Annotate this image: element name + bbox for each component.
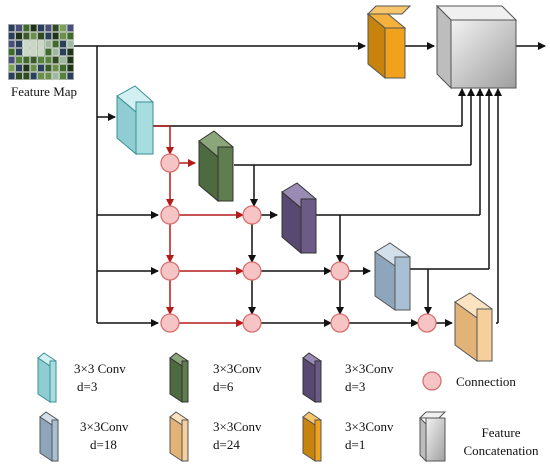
connection-nodes (160, 153, 437, 333)
legend-icon-conv-d3-purple (302, 352, 322, 403)
legend-icon-conv-d18 (39, 411, 59, 462)
legend-concat-line1: Feature (482, 425, 521, 440)
connection-node (160, 313, 180, 333)
conv-block-d6 (198, 130, 234, 203)
connection-node (160, 261, 180, 281)
connection-node (330, 261, 350, 281)
conv-block-d3-purple (281, 182, 317, 255)
connection-node (242, 205, 262, 225)
connection-node (242, 313, 262, 333)
conv-block-d24 (454, 292, 493, 362)
legend-concat-line2: Concatenation (463, 443, 539, 458)
legend-conv-d3-line2: d=3 (77, 379, 97, 394)
connection-node (330, 313, 350, 333)
legend-conv-d6-line2: d=6 (213, 379, 234, 394)
legend-icon-conv-d3 (37, 352, 57, 403)
legend-conv-d1-line2: d=1 (345, 437, 365, 452)
legend-conv-d6-line1: 3×3Conv (213, 361, 262, 376)
legend: 3×3 Conv d=3 3×3Conv d=6 3×3Conv d=3 Con… (37, 352, 539, 463)
legend-icon-conv-d6 (169, 352, 189, 403)
legend-conv-d3-purple-line2: d=3 (345, 379, 365, 394)
connection-node (160, 153, 180, 173)
legend-icon-conv-d24 (169, 411, 189, 462)
legend-conv-d18-line2: d=18 (90, 437, 117, 452)
legend-conv-d18-line1: 3×3Conv (80, 419, 129, 434)
red-arrows (140, 125, 244, 327)
feature-concatenation-block (435, 4, 518, 90)
legend-connection-label: Connection (456, 374, 516, 389)
black-arrows (74, 42, 546, 327)
connection-node (242, 261, 262, 281)
legend-conv-d3-purple-line1: 3×3Conv (345, 361, 394, 376)
legend-conv-d24-line2: d=24 (213, 437, 240, 452)
conv-block-d18 (374, 242, 411, 311)
feature-map-label: Feature Map (11, 84, 77, 99)
legend-conv-d1-line1: 3×3Conv (345, 419, 394, 434)
legend-icon-concatenation (418, 411, 447, 463)
legend-icon-connection (422, 371, 442, 391)
feature-map-image (8, 24, 74, 80)
legend-icon-conv-d1 (302, 411, 322, 462)
conv-block-d3 (116, 85, 154, 156)
legend-conv-d3-line1: 3×3 Conv (74, 361, 126, 376)
connection-node (160, 205, 180, 225)
legend-conv-d24-line1: 3×3Conv (213, 419, 262, 434)
conv-block-d1 (366, 5, 412, 80)
connection-node (417, 313, 437, 333)
